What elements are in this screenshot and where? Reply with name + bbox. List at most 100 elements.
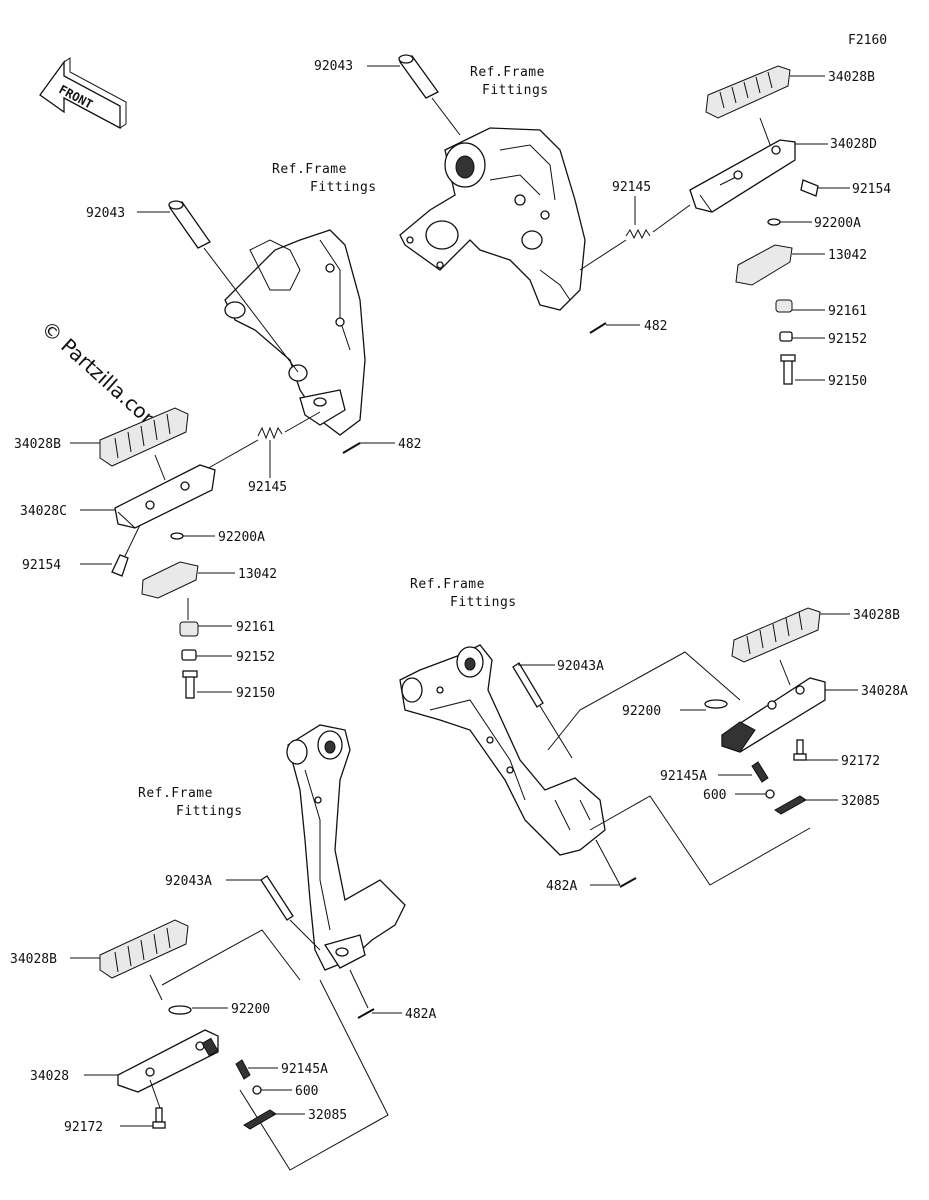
footpeg-rubber-34028B-mid-right — [731, 607, 821, 663]
ref-frame-line1: Ref.Frame — [272, 162, 347, 177]
label-34028A: 34028A — [861, 684, 908, 699]
assembly-boundary-line — [547, 651, 741, 751]
collar-92152-right — [779, 331, 793, 342]
bolt-92172-mid-right — [793, 739, 807, 761]
footpeg-bracket-34028C — [114, 464, 216, 529]
ref-frame-line1: Ref.Frame — [470, 65, 545, 80]
bolt-92154-right — [800, 179, 819, 197]
ref-frame-label-mid-right: Ref.Frame Fittings — [410, 577, 517, 610]
label-34028B-mid-right: 34028B — [853, 608, 900, 623]
frame-bracket-bottom-left — [286, 724, 406, 971]
label-92145A-mid-right: 92145A — [660, 769, 707, 784]
diagram-code: F2160 — [848, 33, 887, 48]
collar-92152-left — [181, 649, 197, 661]
pin-482-top-center — [589, 322, 607, 334]
pin-482A-mid-right — [619, 877, 637, 888]
spring-92145-top — [625, 228, 651, 240]
label-34028D: 34028D — [830, 137, 877, 152]
label-92200A-right: 92200A — [814, 216, 861, 231]
ref-frame-line2: Fittings — [482, 83, 549, 98]
label-600-bottom-left: 600 — [295, 1084, 318, 1099]
ball-600-mid-right — [765, 789, 775, 799]
label-92150-left: 92150 — [236, 686, 275, 701]
plate-32085-mid-right — [774, 795, 807, 815]
washer-92200-mid-right — [704, 699, 728, 709]
frame-bracket-mid-right — [399, 644, 606, 856]
spring-92145-mid-left — [257, 426, 283, 440]
frame-bracket-top-center — [399, 127, 586, 311]
label-13042-left: 13042 — [238, 567, 277, 582]
label-92154-left: 92154 — [22, 558, 61, 573]
washer-92200A-left — [170, 532, 184, 540]
pin-92043-top — [398, 54, 439, 99]
pin-92043-left — [168, 200, 211, 249]
label-92152-right: 92152 — [828, 332, 867, 347]
label-92145-mid-left: 92145 — [248, 480, 287, 495]
assembly-boundary-line — [589, 795, 811, 886]
ref-frame-label-bottom-left: Ref.Frame Fittings — [138, 786, 243, 819]
label-32085-mid-right: 32085 — [841, 794, 880, 809]
frame-bracket-top-left — [224, 229, 366, 436]
front-arrow-icon: FRONT — [39, 57, 127, 130]
footpeg-rubber-34028B-mid-left — [99, 407, 189, 467]
label-92150-right: 92150 — [828, 374, 867, 389]
watermark-text: © Partzilla.com — [37, 316, 168, 437]
label-34028B-top-right: 34028B — [828, 70, 875, 85]
label-92161-left: 92161 — [236, 620, 275, 635]
slider-13042-left — [141, 561, 199, 599]
ref-frame-line2: Fittings — [310, 180, 377, 195]
label-92145-top: 92145 — [612, 180, 651, 195]
label-92152-left: 92152 — [236, 650, 275, 665]
label-482-top-center: 482 — [644, 319, 667, 334]
collar-92161-left — [179, 621, 199, 637]
label-92043A-mid-right: 92043A — [557, 659, 604, 674]
ref-frame-line1: Ref.Frame — [410, 577, 485, 592]
label-92145A-bottom-left: 92145A — [281, 1062, 328, 1077]
ref-frame-line2: Fittings — [176, 804, 243, 819]
label-92043A-bottom-left: 92043A — [165, 874, 212, 889]
label-92161-right: 92161 — [828, 304, 867, 319]
footpeg-bracket-34028D — [689, 139, 796, 213]
label-92200-bottom-left: 92200 — [231, 1002, 270, 1017]
pin-92043A-bottom-left — [260, 875, 294, 921]
label-92043-left: 92043 — [86, 206, 125, 221]
label-482-mid-left: 482 — [398, 437, 421, 452]
footpeg-bracket-34028 — [117, 1029, 219, 1093]
footpeg-bracket-34028A — [721, 677, 826, 753]
ball-600-bottom-left — [252, 1085, 262, 1095]
label-34028B-mid-left: 34028B — [14, 437, 61, 452]
bolt-92150-right — [780, 354, 796, 385]
label-34028B-bottom-left: 34028B — [10, 952, 57, 967]
pin-482-mid-left — [342, 442, 361, 454]
slider-13042-right — [735, 244, 793, 286]
washer-92200A-right — [767, 218, 781, 226]
label-32085-bottom-left: 32085 — [308, 1108, 347, 1123]
label-34028: 34028 — [30, 1069, 69, 1084]
footpeg-rubber-34028B-top-right — [705, 65, 791, 119]
pin-92043A-mid-right — [512, 662, 544, 708]
washer-92200-bottom-left — [168, 1005, 192, 1015]
label-92200-mid-right: 92200 — [622, 704, 661, 719]
label-92154-right: 92154 — [852, 182, 891, 197]
plate-32085-bottom-left — [243, 1109, 277, 1130]
label-34028C: 34028C — [20, 504, 67, 519]
label-92200A-left: 92200A — [218, 530, 265, 545]
assembly-boundary-line — [161, 929, 301, 986]
footpeg-rubber-34028B-bottom-left — [99, 919, 189, 979]
pin-482A-bottom-left — [357, 1008, 375, 1019]
ref-frame-line2: Fittings — [450, 595, 517, 610]
ref-frame-label-top-left: Ref.Frame Fittings — [272, 162, 377, 195]
bolt-92172-bottom-left — [152, 1107, 166, 1129]
label-92172-mid-right: 92172 — [841, 754, 880, 769]
assembly-boundary-line — [239, 979, 389, 1171]
bolt-92154-left — [111, 554, 129, 577]
label-482A-mid-right: 482A — [546, 879, 577, 894]
ref-frame-line1: Ref.Frame — [138, 786, 213, 801]
label-13042-right: 13042 — [828, 248, 867, 263]
label-482A-bottom-left: 482A — [405, 1007, 436, 1022]
spring-92145A-mid-right — [751, 761, 769, 783]
label-92043-top: 92043 — [314, 59, 353, 74]
collar-92161-right — [775, 299, 793, 313]
